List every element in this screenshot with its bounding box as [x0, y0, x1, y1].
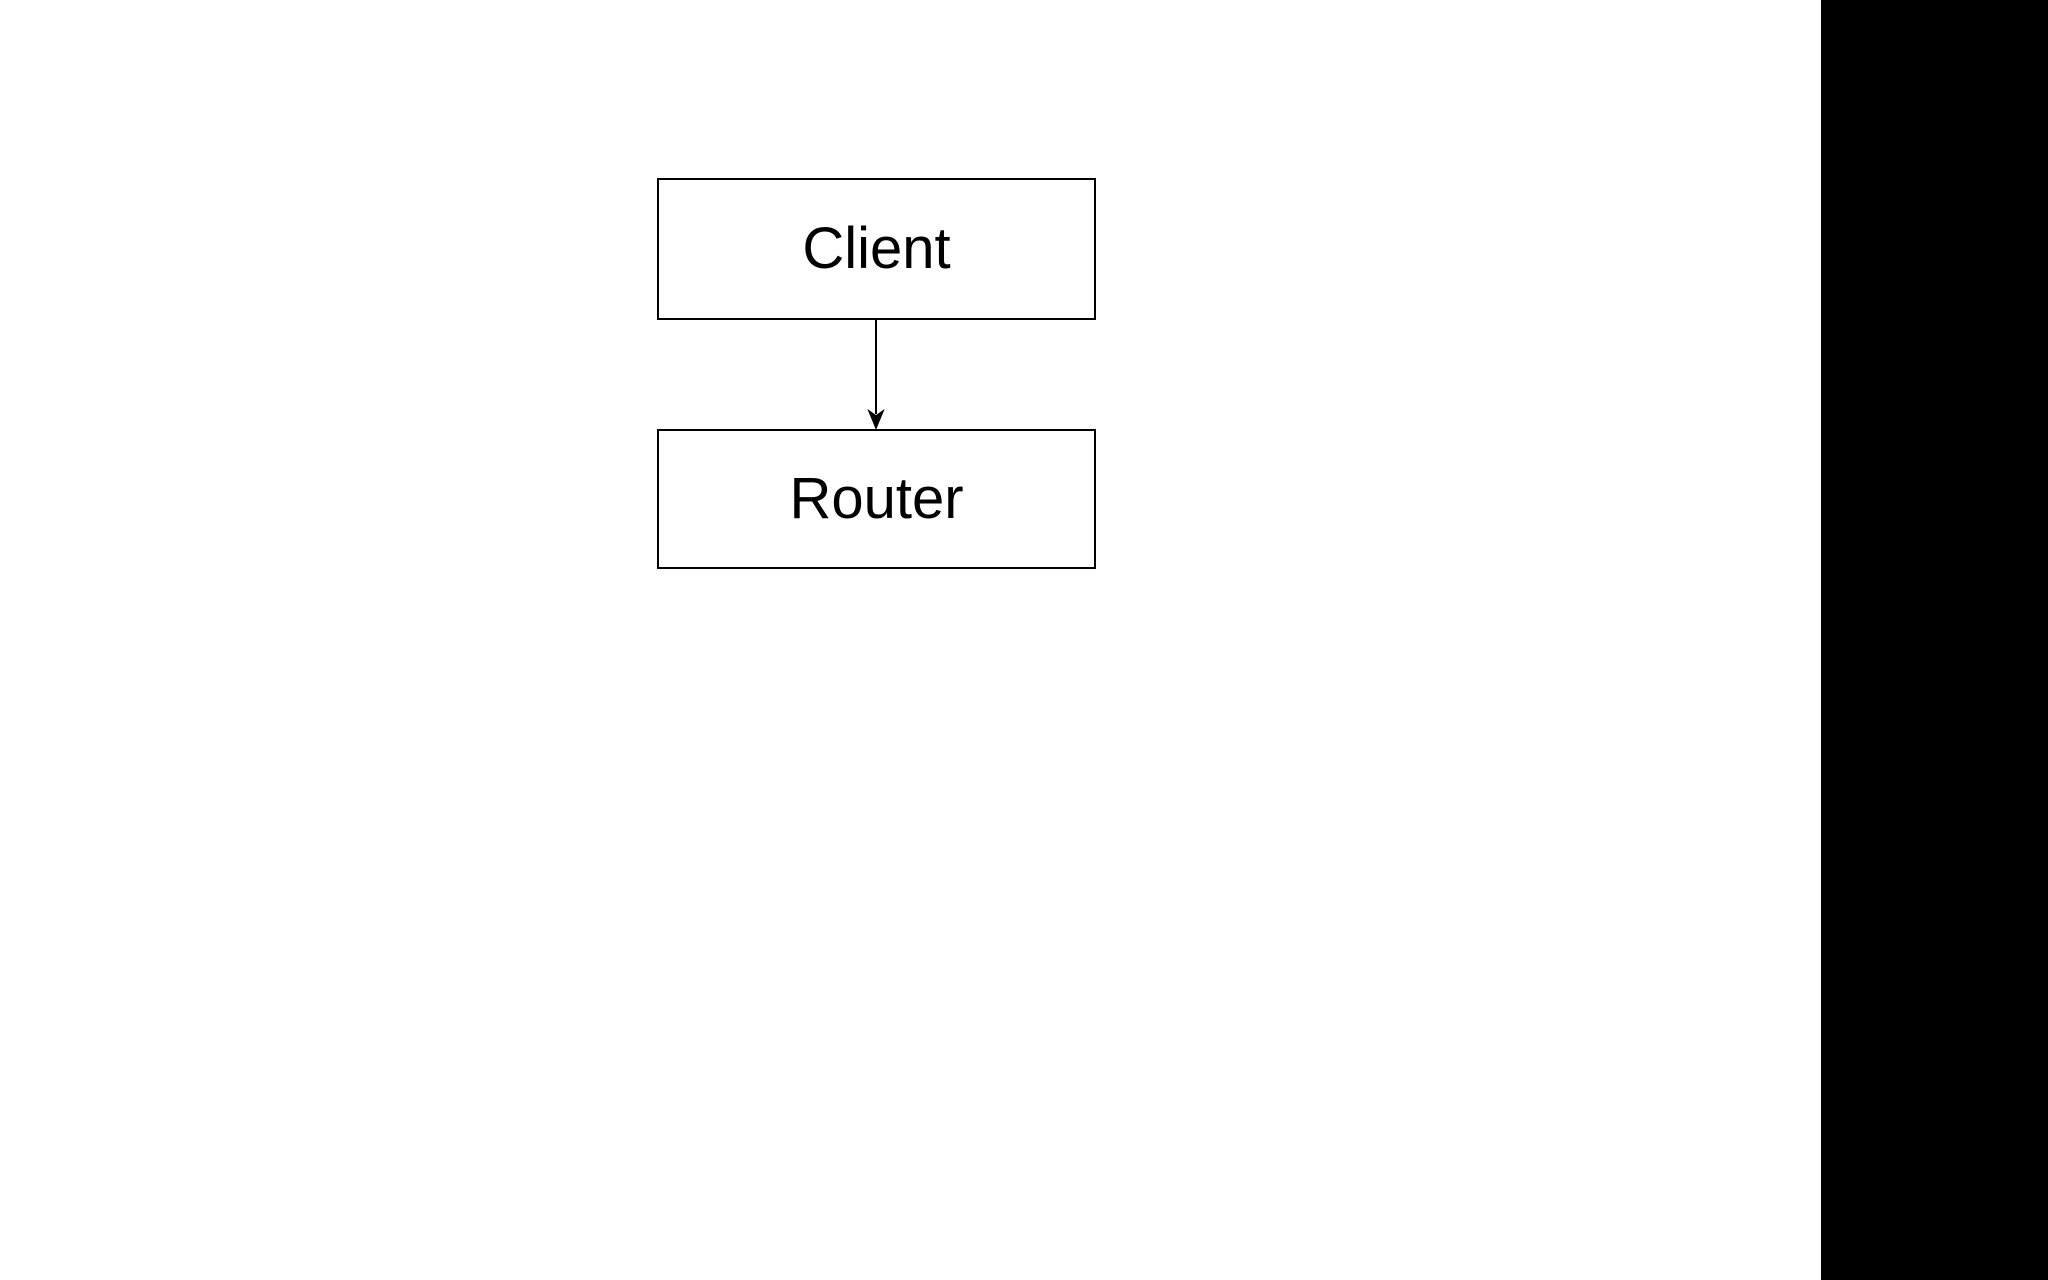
node-router-label: Router — [789, 466, 964, 531]
letterbox-band-right — [1821, 0, 2048, 1280]
edge-client-to-router[interactable] — [867, 320, 885, 430]
node-client-label: Client — [802, 216, 951, 281]
diagram-drawing-area: Client Router — [657, 178, 1096, 569]
node-router[interactable]: Router — [657, 429, 1096, 569]
node-client[interactable]: Client — [657, 178, 1096, 320]
arrowhead-icon — [867, 408, 885, 430]
